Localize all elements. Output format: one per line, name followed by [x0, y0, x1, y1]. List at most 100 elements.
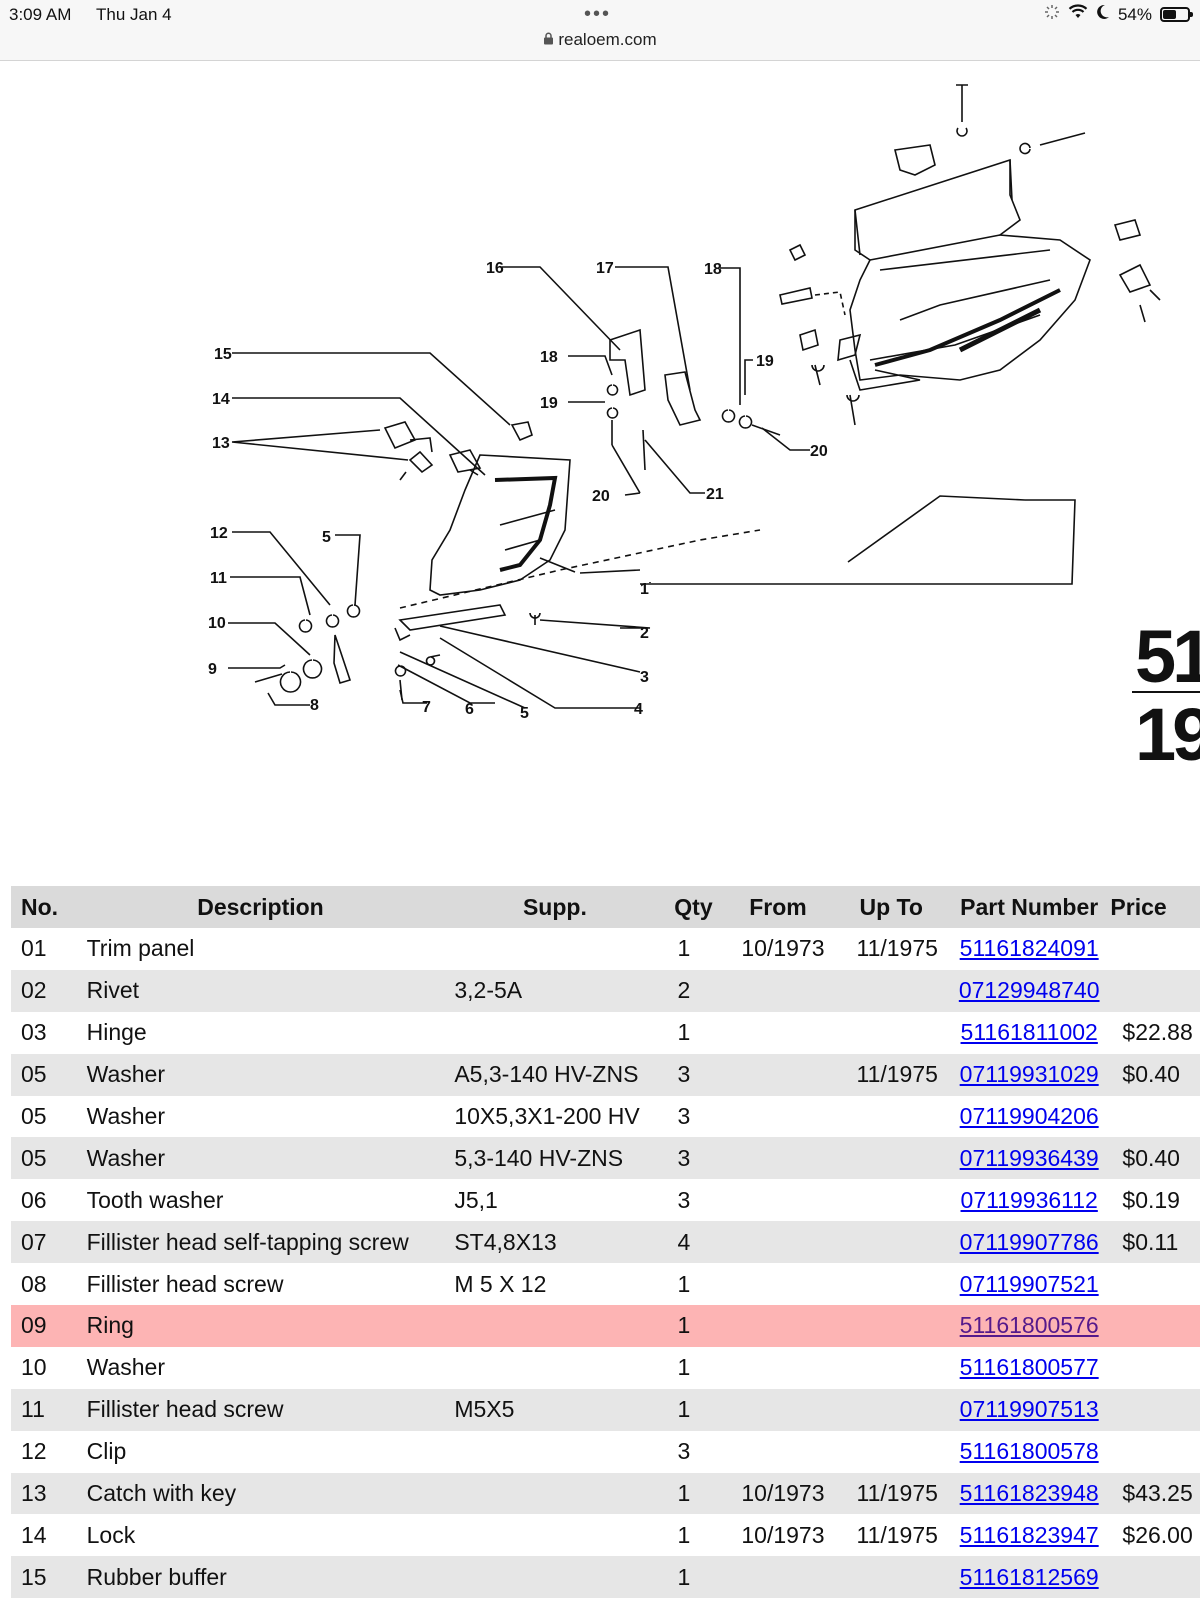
cell-supp — [444, 1346, 666, 1389]
cell-from: 10/1973 — [721, 1514, 835, 1557]
cell-description: Rubber buffer — [76, 1556, 445, 1599]
status-date: Thu Jan 4 — [96, 5, 172, 24]
cell-no: 09 — [11, 1305, 77, 1347]
cell-description: Ring — [76, 1305, 445, 1347]
status-time: 3:09 AM — [9, 5, 72, 24]
parts-table: No. Description Supp. Qty From Up To Par… — [11, 886, 1200, 1599]
cell-supp — [444, 1430, 666, 1473]
part-number-link[interactable]: 07119907513 — [959, 1396, 1099, 1423]
part-number-link[interactable]: 51161800578 — [959, 1438, 1099, 1465]
cell-description: Washer — [76, 1137, 445, 1180]
cell-part-number: 07129948740 — [947, 969, 1111, 1012]
cell-price — [1110, 1430, 1200, 1473]
part-number-link[interactable]: 07119907521 — [959, 1270, 1099, 1297]
cell-up-to — [834, 1263, 948, 1306]
part-number-link[interactable]: 51161800577 — [959, 1354, 1099, 1381]
cell-up-to — [834, 1388, 948, 1431]
cell-part-number: 07119907786 — [947, 1221, 1111, 1264]
part-number-link[interactable]: 51161823948 — [959, 1480, 1099, 1507]
cell-supp — [444, 1472, 666, 1515]
leader-lines — [228, 266, 1076, 709]
cell-price — [1110, 969, 1200, 1012]
callout-10: 10 — [208, 615, 226, 632]
part-number-link[interactable]: 51161811002 — [960, 1019, 1098, 1046]
status-indicators: 54% — [1044, 4, 1193, 25]
cell-up-to — [834, 1095, 948, 1138]
cell-price: $26.00 — [1110, 1514, 1200, 1557]
cell-qty: 3 — [665, 1137, 722, 1180]
cell-from — [721, 1263, 835, 1306]
cell-up-to — [834, 1556, 948, 1599]
cell-qty: 4 — [665, 1221, 722, 1264]
cell-from — [721, 1305, 835, 1347]
cell-no: 12 — [11, 1430, 77, 1473]
browser-status-bar: 3:09 AM Thu Jan 4 ••• realoem.com 54% — [0, 0, 1200, 61]
cell-part-number: 07119904206 — [947, 1095, 1111, 1138]
cell-price — [1110, 1263, 1200, 1306]
cell-no: 15 — [11, 1556, 77, 1599]
cell-up-to — [834, 1011, 948, 1054]
cell-supp: 5,3-140 HV-ZNS — [444, 1137, 666, 1180]
part-number-link[interactable]: 51161800576 — [959, 1312, 1099, 1339]
cell-qty: 3 — [665, 1430, 722, 1473]
callout-9: 9 — [208, 661, 217, 678]
cell-qty: 1 — [665, 928, 722, 970]
callout-8: 8 — [310, 697, 319, 714]
url-text: realoem.com — [558, 30, 657, 49]
callout-18-right: 18 — [704, 261, 722, 278]
cell-from — [721, 1095, 835, 1138]
cell-part-number: 07119936112 — [947, 1179, 1111, 1222]
cell-price — [1110, 1095, 1200, 1138]
callout-5-upper: 5 — [322, 529, 331, 546]
cell-no: 02 — [11, 969, 77, 1012]
cell-qty: 1 — [665, 1514, 722, 1557]
part-number-link[interactable]: 51161824091 — [959, 935, 1099, 962]
cell-supp — [444, 1305, 666, 1347]
callout-4: 4 — [634, 701, 643, 718]
cell-description: Fillister head screw — [76, 1263, 445, 1306]
cell-from — [721, 1430, 835, 1473]
cell-part-number: 51161823948 — [947, 1472, 1111, 1515]
cell-qty: 1 — [665, 1388, 722, 1431]
cell-from — [721, 1179, 835, 1222]
part-number-link[interactable]: 07119936439 — [959, 1144, 1099, 1171]
callout-12: 12 — [210, 525, 228, 542]
cell-description: Washer — [76, 1095, 445, 1138]
address-bar[interactable]: realoem.com — [0, 30, 1200, 50]
cell-qty: 1 — [665, 1263, 722, 1306]
callout-3: 3 — [640, 669, 649, 686]
callout-5: 5 — [520, 705, 529, 722]
part-number-link[interactable]: 07119904206 — [959, 1103, 1099, 1129]
cell-up-to — [834, 1305, 948, 1347]
callout-15: 15 — [214, 346, 232, 363]
col-supp: Supp. — [444, 886, 666, 928]
cell-description: Rivet — [76, 969, 445, 1012]
multitasking-dots-icon[interactable]: ••• — [584, 3, 612, 25]
part-number-link[interactable]: 51161812569 — [959, 1563, 1099, 1590]
cell-part-number: 07119907521 — [947, 1263, 1111, 1306]
cell-part-number: 07119931029 — [947, 1053, 1111, 1096]
table-header: No. Description Supp. Qty From Up To Par… — [11, 886, 1200, 928]
cell-from — [721, 1346, 835, 1389]
cell-supp: A5,3-140 HV-ZNS — [444, 1053, 666, 1096]
cell-no: 14 — [11, 1514, 77, 1557]
cell-price: $0.40 — [1110, 1053, 1200, 1096]
part-number-link[interactable]: 07119907786 — [959, 1228, 1099, 1255]
part-number-link[interactable]: 07119936112 — [960, 1186, 1098, 1213]
callout-14: 14 — [212, 391, 230, 408]
part-number-link[interactable]: 51161823947 — [959, 1521, 1099, 1548]
cell-up-to — [834, 1221, 948, 1264]
cell-description: Hinge — [76, 1011, 445, 1054]
col-part-number: Part Number — [947, 886, 1111, 928]
part-number-link[interactable]: 07129948740 — [958, 977, 1100, 1004]
part-number-link[interactable]: 07119931029 — [959, 1061, 1099, 1088]
cell-supp — [444, 1556, 666, 1599]
cell-no: 01 — [11, 928, 77, 970]
cell-up-to — [834, 1430, 948, 1473]
cell-qty: 1 — [665, 1011, 722, 1054]
cell-description: Trim panel — [76, 928, 445, 970]
